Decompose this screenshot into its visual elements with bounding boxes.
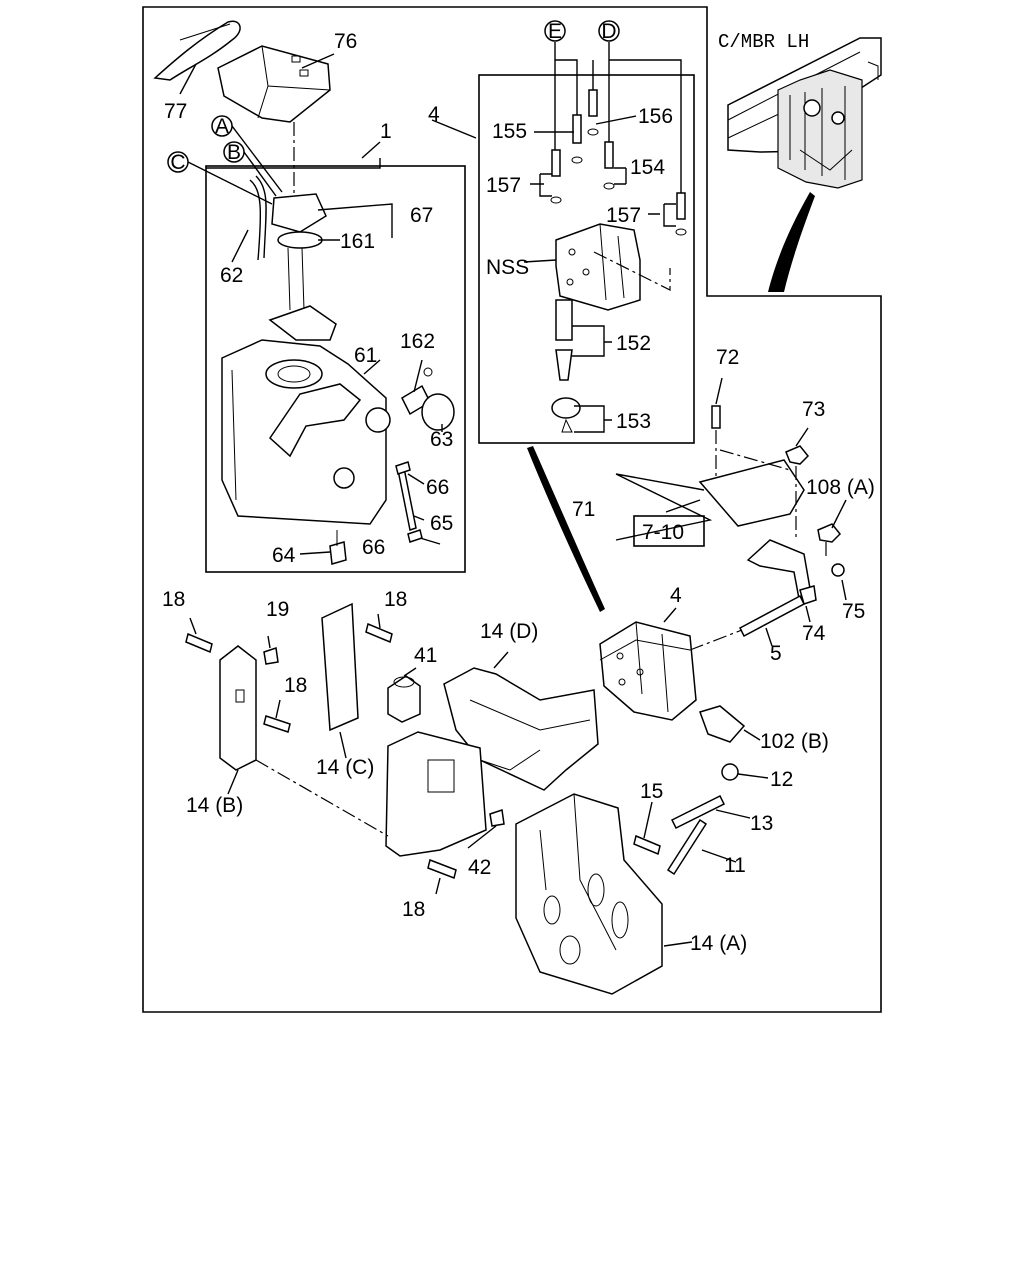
marker-a: A: [215, 115, 229, 138]
label-67: 67: [410, 204, 433, 227]
label-18-a: 18: [162, 588, 185, 611]
label-1: 1: [380, 120, 392, 143]
label-77: 77: [164, 100, 187, 123]
label-157-right: 157: [606, 204, 641, 227]
panel-area: [615, 405, 845, 605]
label-74: 74: [802, 622, 826, 645]
label-61: 61: [354, 344, 377, 367]
label-13: 13: [750, 812, 773, 835]
marker-c: C: [170, 151, 185, 174]
label-71: 71: [572, 498, 595, 521]
leader-lines: [179, 53, 847, 947]
chassis-view: [727, 37, 882, 292]
label-14b: 14 (B): [186, 794, 243, 817]
label-73: 73: [802, 398, 825, 421]
label-62: 62: [220, 264, 243, 287]
label-18-d: 18: [402, 898, 425, 921]
label-19: 19: [266, 598, 289, 621]
label-161: 161: [340, 230, 375, 253]
marker-e: E: [548, 20, 562, 43]
label-14c: 14 (C): [316, 756, 374, 779]
label-14a: 14 (A): [690, 932, 747, 955]
nss-group-box: [478, 74, 695, 444]
label-42: 42: [468, 856, 491, 879]
label-76: 76: [334, 30, 357, 53]
label-18-c: 18: [284, 674, 307, 697]
label-66-lower: 66: [362, 536, 385, 559]
nss-exploded-view: [550, 42, 687, 433]
label-154: 154: [630, 156, 665, 179]
label-75: 75: [842, 600, 865, 623]
label-4-assembly: 4: [670, 584, 682, 607]
label-7-10-box: [633, 515, 705, 547]
bracket-assembly: [185, 602, 739, 995]
label-102b: 102 (B): [760, 730, 829, 753]
callout-labels: 1 4 C/MBR LH 76 77 67 161 62 61 162 63 6…: [162, 30, 875, 955]
label-nss: NSS: [486, 256, 529, 279]
label-162: 162: [400, 330, 435, 353]
label-64: 64: [272, 544, 296, 567]
connector-markers: A B C E D: [167, 20, 620, 205]
label-65: 65: [430, 512, 453, 535]
label-14d: 14 (D): [480, 620, 538, 643]
label-66-upper: 66: [426, 476, 449, 499]
tank-group-box: [205, 165, 466, 573]
label-11: 11: [724, 854, 746, 877]
label-41: 41: [414, 644, 437, 667]
label-108a: 108 (A): [806, 476, 875, 499]
marker-d: D: [601, 20, 616, 43]
assembly-4: [599, 585, 817, 743]
label-15: 15: [640, 780, 663, 803]
label-155: 155: [492, 120, 527, 143]
label-7-10: 7-10: [642, 521, 684, 544]
label-chassis: C/MBR LH: [718, 31, 809, 53]
label-156: 156: [638, 105, 673, 128]
label-157-left: 157: [486, 174, 521, 197]
diagram-frame: [142, 6, 882, 1013]
label-63: 63: [430, 428, 453, 451]
label-153: 153: [616, 410, 651, 433]
label-5: 5: [770, 642, 782, 665]
label-72: 72: [716, 346, 739, 369]
label-152: 152: [616, 332, 651, 355]
marker-b: B: [227, 141, 241, 164]
nss-detail-pointer: [527, 446, 605, 612]
label-18-b: 18: [384, 588, 407, 611]
label-4-nss: 4: [428, 103, 440, 126]
label-12: 12: [770, 768, 793, 791]
tank-assembly: [153, 20, 455, 565]
